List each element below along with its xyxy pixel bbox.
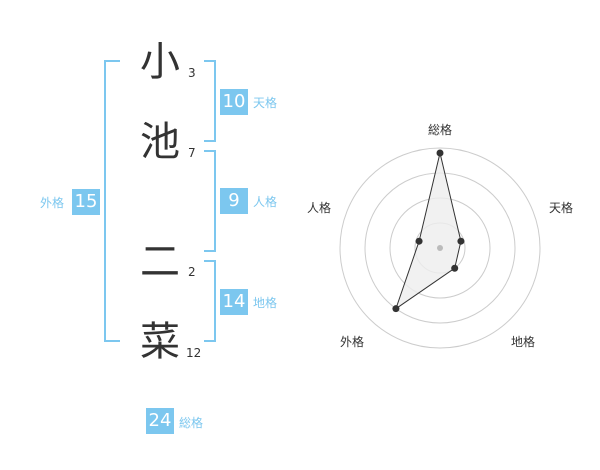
radar-series-polygon (394, 152, 462, 310)
soukaku-label: 総格 (179, 416, 204, 430)
gaikaku-value: 15 (72, 189, 100, 215)
tenkaku-label: 天格 (253, 96, 278, 110)
chikaku-label: 地格 (253, 296, 278, 310)
radar-point-3 (392, 305, 400, 313)
stroke-count-3: 2 (188, 265, 196, 279)
radar-axis-label-chikaku: 地格 (511, 335, 536, 349)
stroke-count-4: 12 (186, 346, 202, 360)
radar-point-2 (451, 264, 459, 272)
tenkaku-value: 10 (220, 89, 248, 115)
radar-point-1 (457, 237, 465, 245)
soukaku-value: 24 (146, 408, 174, 434)
name-char-4: 菜 (140, 319, 180, 365)
chikaku-bracket (204, 260, 216, 342)
name-char-1: 小 (140, 39, 180, 85)
chikaku-value: 14 (220, 289, 248, 315)
gaikaku-label: 外格 (40, 196, 65, 210)
radar-axis-label-jinkaku: 人格 (307, 201, 332, 215)
radar-point-0 (436, 149, 444, 157)
stroke-count-2: 7 (188, 146, 196, 160)
name-char-2: 池 (140, 119, 180, 165)
tenkaku-bracket (204, 60, 216, 142)
radar-point-4 (415, 237, 423, 245)
jinkaku-label: 人格 (253, 195, 278, 209)
radar-axis-label-soukaku: 総格 (428, 123, 453, 137)
jinkaku-bracket (204, 150, 216, 252)
gaikaku-bracket (104, 60, 120, 342)
radar-grid-ring (339, 147, 541, 349)
radar-axis-label-tenkaku: 天格 (549, 201, 574, 215)
jinkaku-value: 9 (220, 188, 248, 214)
radar-axis-label-gaikaku: 外格 (340, 335, 365, 349)
name-char-3: 二 (140, 239, 180, 285)
radar-center-point (437, 245, 443, 251)
stroke-count-1: 3 (188, 66, 196, 80)
